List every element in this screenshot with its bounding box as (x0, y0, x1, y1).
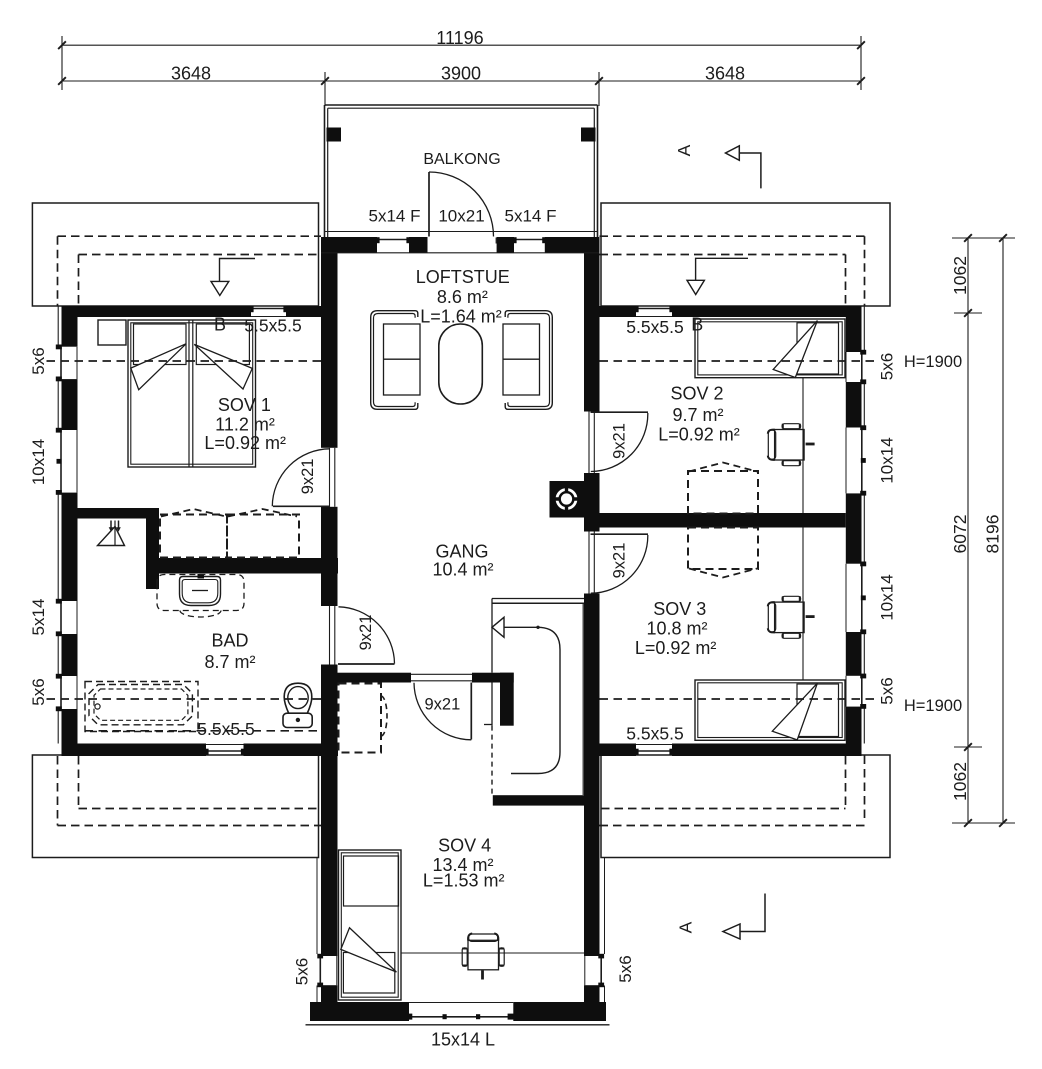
svg-text:13.4 m²: 13.4 m² (432, 855, 493, 875)
svg-text:10x21: 10x21 (438, 207, 484, 226)
svg-text:L=0.92 m²: L=0.92 m² (635, 638, 717, 658)
svg-text:5x14 F: 5x14 F (369, 207, 421, 226)
svg-text:9x21: 9x21 (425, 696, 461, 714)
svg-text:1062: 1062 (950, 762, 970, 801)
svg-text:9x21: 9x21 (299, 459, 317, 495)
svg-text:5.5x5.5: 5.5x5.5 (626, 317, 683, 337)
svg-text:8.7 m²: 8.7 m² (204, 652, 255, 672)
svg-text:5x6: 5x6 (29, 678, 48, 705)
svg-text:A: A (674, 144, 694, 156)
svg-text:5x6: 5x6 (29, 347, 48, 374)
svg-text:6072: 6072 (950, 515, 970, 554)
svg-text:3900: 3900 (441, 64, 481, 84)
svg-text:8196: 8196 (983, 515, 1003, 554)
svg-text:SOV 1: SOV 1 (218, 395, 271, 415)
svg-text:5x6: 5x6 (878, 677, 897, 704)
svg-text:LOFTSTUE: LOFTSTUE (416, 267, 510, 287)
svg-text:9.7 m²: 9.7 m² (672, 405, 723, 425)
svg-text:5.5x5.5: 5.5x5.5 (197, 719, 254, 739)
svg-text:8.6 m²: 8.6 m² (437, 287, 488, 307)
svg-text:1062: 1062 (950, 256, 970, 295)
svg-text:H=1900: H=1900 (904, 697, 962, 715)
svg-text:5x6: 5x6 (616, 955, 635, 982)
svg-text:5.5x5.5: 5.5x5.5 (626, 724, 683, 744)
svg-text:5x14 F: 5x14 F (505, 207, 557, 226)
svg-text:11.2 m²: 11.2 m² (215, 414, 275, 434)
svg-text:5x6: 5x6 (293, 958, 312, 985)
svg-text:11196: 11196 (436, 28, 483, 48)
svg-text:L=0.92 m²: L=0.92 m² (658, 425, 740, 445)
svg-text:15x14 L: 15x14 L (431, 1030, 495, 1050)
svg-text:BAD: BAD (211, 631, 248, 651)
svg-text:10x14: 10x14 (29, 439, 48, 485)
svg-text:9x21: 9x21 (610, 423, 628, 459)
svg-text:SOV 2: SOV 2 (670, 384, 723, 404)
svg-text:A: A (676, 921, 696, 933)
svg-text:H=1900: H=1900 (904, 353, 962, 371)
svg-text:GANG: GANG (435, 542, 488, 562)
svg-text:9x21: 9x21 (357, 615, 375, 651)
svg-text:BALKONG: BALKONG (423, 151, 500, 168)
svg-text:9x21: 9x21 (610, 543, 628, 579)
svg-text:L=1.64 m²: L=1.64 m² (420, 307, 502, 327)
svg-text:SOV 4: SOV 4 (438, 836, 491, 856)
svg-text:L=0.92 m²: L=0.92 m² (204, 433, 286, 453)
svg-text:10.8 m²: 10.8 m² (646, 619, 707, 639)
svg-text:10.4 m²: 10.4 m² (432, 560, 493, 580)
svg-text:10x14: 10x14 (878, 437, 897, 483)
svg-text:5.5x5.5: 5.5x5.5 (244, 316, 301, 336)
svg-text:5x6: 5x6 (878, 353, 897, 380)
svg-text:3648: 3648 (171, 64, 211, 84)
svg-text:5x14: 5x14 (29, 599, 48, 636)
svg-text:10x14: 10x14 (878, 574, 897, 620)
svg-text:L=1.53 m²: L=1.53 m² (423, 871, 505, 891)
svg-text:SOV 3: SOV 3 (653, 599, 706, 619)
svg-text:3648: 3648 (705, 64, 745, 84)
